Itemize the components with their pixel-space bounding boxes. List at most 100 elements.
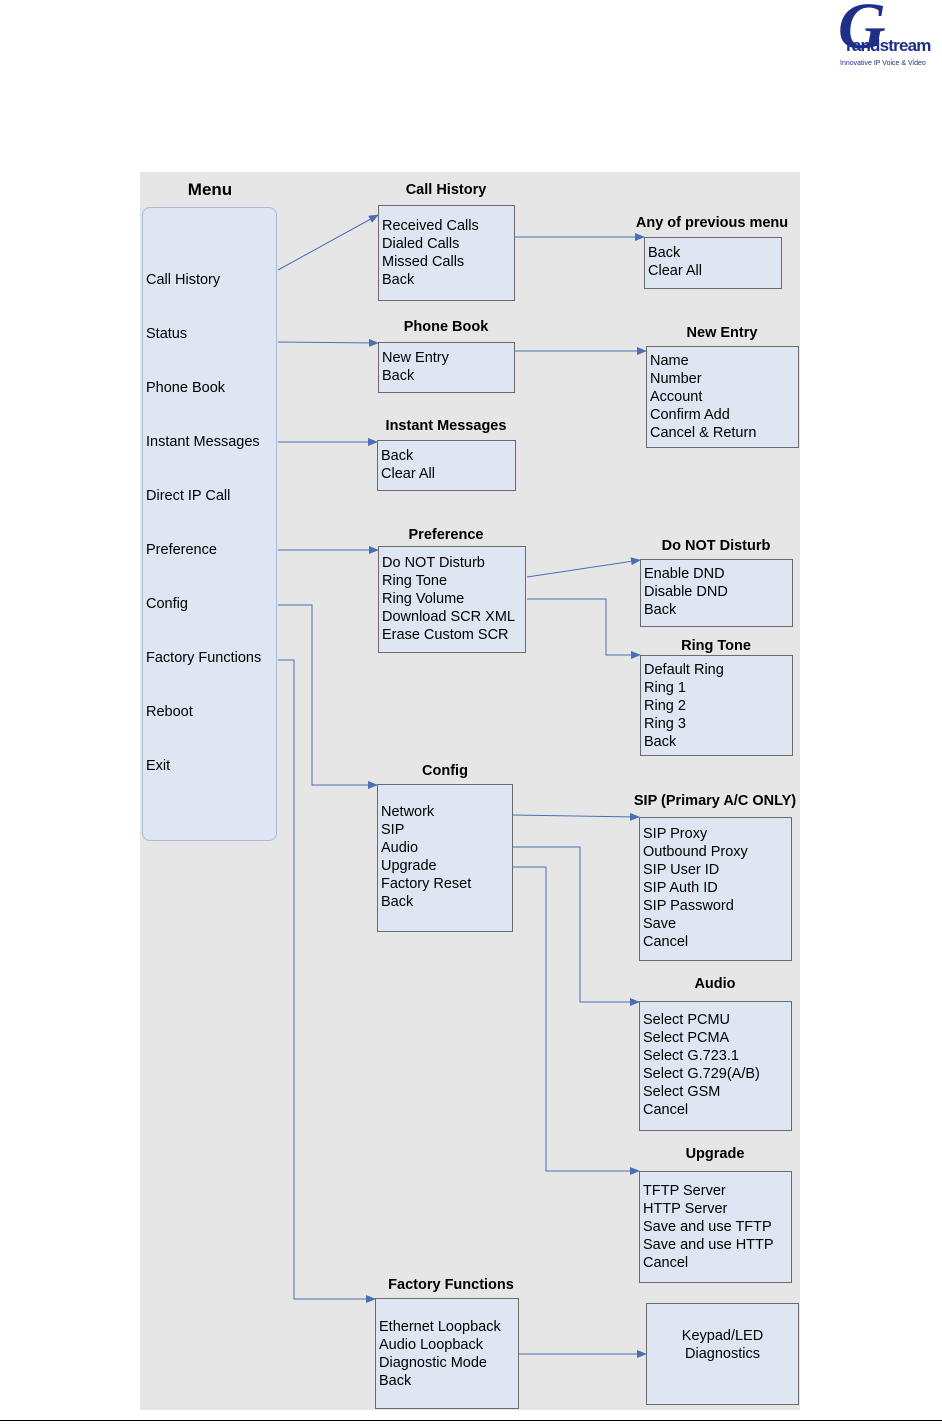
- page-bottom-rule: [0, 1420, 942, 1421]
- logo-tagline: Innovative IP Voice & Video: [840, 60, 926, 67]
- box-item: Ethernet Loopback: [379, 1319, 501, 1335]
- menu-panel: [142, 207, 277, 841]
- menu-item-direct-ip-call: Direct IP Call: [146, 488, 231, 504]
- ring-tone-title: Ring Tone: [681, 638, 751, 654]
- box-item: Enable DND: [644, 566, 725, 582]
- sip-title: SIP (Primary A/C ONLY): [633, 793, 797, 809]
- box-item: Back: [644, 734, 677, 750]
- box-item: Diagnostics: [685, 1346, 760, 1362]
- menu-item-instant-messages: Instant Messages: [146, 434, 260, 450]
- menu-title: Menu: [187, 180, 233, 199]
- menu-item-call-history: Call History: [146, 272, 221, 288]
- menu-item-config: Config: [146, 596, 188, 612]
- box-item: Ring Tone: [382, 573, 448, 589]
- box-item: Select PCMU: [643, 1012, 731, 1028]
- box-item: Outbound Proxy: [643, 844, 748, 860]
- box-item: Audio Loopback: [379, 1337, 483, 1353]
- box-item: Disable DND: [644, 584, 728, 600]
- connector-upgrade: [513, 866, 640, 1175]
- box-item: New Entry: [382, 350, 449, 366]
- box-item: SIP: [381, 822, 405, 838]
- box-item: Back: [382, 272, 415, 288]
- box-item: Cancel: [643, 1255, 689, 1271]
- box-item: Cancel & Return: [650, 425, 757, 441]
- box-item: Audio: [381, 840, 419, 856]
- box-item: SIP Proxy: [643, 826, 708, 842]
- box-item: SIP Auth ID: [643, 880, 718, 896]
- box-item-list: Keypad/LED Diagnostics: [647, 1327, 798, 1363]
- box-item: Name: [650, 353, 689, 369]
- box-item: HTTP Server: [643, 1201, 728, 1217]
- box-item: Back: [379, 1373, 412, 1389]
- any-previous-menu-title: Any of previous menu: [635, 215, 789, 231]
- box-item: Dialed Calls: [382, 236, 460, 252]
- box-item: Back: [648, 245, 681, 261]
- logo-word: randstream: [846, 36, 931, 55]
- box-item: Select G.729(A/B): [643, 1066, 760, 1082]
- box-item: Cancel: [643, 1102, 689, 1118]
- connector-sip: [512, 812, 640, 821]
- box-item: SIP User ID: [643, 862, 720, 878]
- box-item: Back: [381, 448, 414, 464]
- box-item: Default Ring: [644, 662, 724, 678]
- grandstream-logo: G randstream Innovative IP Voice & Video: [828, 0, 938, 72]
- box-item: Keypad/LED: [681, 1328, 764, 1344]
- connector-call-history: [277, 214, 379, 271]
- box-item: Factory Reset: [381, 876, 472, 892]
- connector-config: [278, 604, 378, 789]
- connector-audio: [513, 846, 640, 1006]
- menu-item-exit: Exit: [146, 758, 171, 774]
- factory-functions-title: Factory Functions: [388, 1277, 514, 1293]
- box-item: Confirm Add: [650, 407, 730, 423]
- box-item: Clear All: [381, 466, 435, 482]
- box-item: Upgrade: [381, 858, 437, 874]
- menu-item-reboot: Reboot: [146, 704, 193, 720]
- box-item: Back: [644, 602, 677, 618]
- new-entry-title: New Entry: [686, 325, 758, 341]
- box-item: Select PCMA: [643, 1030, 730, 1046]
- box-item: Save and use HTTP: [643, 1237, 774, 1253]
- box-item: Save and use TFTP: [643, 1219, 772, 1235]
- phone-book-title: Phone Book: [403, 319, 489, 335]
- box-item: Network: [381, 804, 435, 820]
- menu-item-factory-functions: Factory Functions: [146, 650, 262, 666]
- instant-messages-title: Instant Messages: [385, 418, 507, 434]
- menu-item-phone-book: Phone Book: [146, 380, 226, 396]
- box-item: Ring 2: [644, 698, 686, 714]
- box-item: Received Calls: [382, 218, 479, 234]
- box-item: SIP Password: [643, 898, 734, 914]
- config-title: Config: [422, 763, 468, 779]
- call-history-title: Call History: [405, 182, 487, 198]
- box-item: Ring Volume: [382, 591, 465, 607]
- preference-title: Preference: [408, 527, 484, 543]
- box-item: Erase Custom SCR: [382, 627, 509, 643]
- menu-item-preference: Preference: [146, 542, 217, 558]
- box-item: Clear All: [648, 263, 702, 279]
- connector-ring-tone: [527, 598, 641, 659]
- dnd-box: Enable DND Disable DND Back: [640, 559, 793, 627]
- box-item: Select GSM: [643, 1084, 721, 1100]
